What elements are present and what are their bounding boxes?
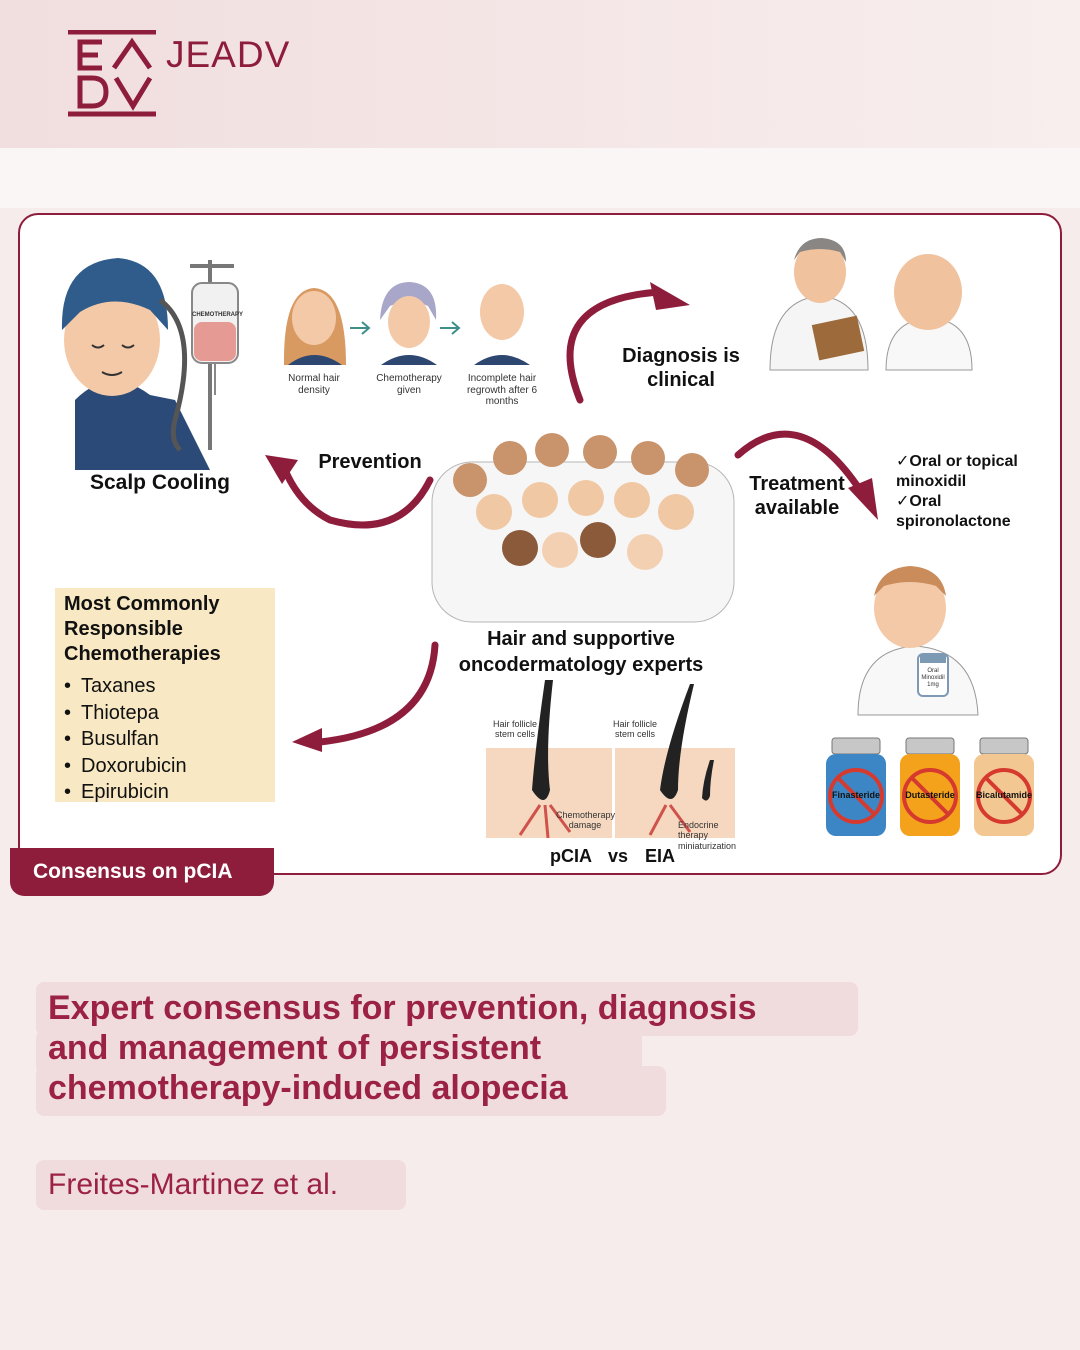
diagnosis-label: Diagnosis is clinical (622, 345, 740, 391)
consensus-tab: Consensus on pCIA (10, 848, 274, 896)
endocrine-label: Endocrine therapy miniaturization (678, 820, 737, 851)
article-title-line-3: chemotherapy-induced alopecia (48, 1069, 568, 1107)
jeadv-logo-icon (68, 30, 156, 117)
title-highlight (36, 982, 858, 1036)
treatment-option-2: ✓Oral spironolactone (896, 493, 1011, 530)
article-title-line-1: Expert consensus for prevention, diagnos… (48, 989, 757, 1027)
chemotherapies-list: Taxanes Thiotepa Busulfan Doxorubicin Ep… (64, 673, 266, 806)
flow-arrows (281, 288, 864, 746)
treatment-patient-illustration (857, 566, 979, 716)
sequence-step-1: Normal hair density (288, 373, 340, 396)
author-highlight (36, 1160, 406, 1210)
bicalutamide-label: Bicalutamide (975, 790, 1033, 800)
prevention-label: Prevention (318, 451, 422, 473)
scalp-cooling-label: Scalp Cooling (89, 471, 230, 494)
article-authors: Freites-Martinez et al. (48, 1168, 339, 1201)
follicle-diagram (486, 680, 735, 839)
chemotherapy-item: Thiotepa (64, 700, 266, 727)
minoxidil-bottle-label: Oral Minoxidil 1mg (921, 668, 945, 688)
chemotherapy-item: Epirubicin (64, 779, 266, 806)
brand-name: JEADV (166, 34, 291, 75)
iv-bag-label: CHEMOTHERAPY (192, 312, 244, 318)
contraindicated-bottles (826, 737, 1034, 836)
experts-crowd-illustration (431, 433, 735, 623)
chemotherapies-box: Most Commonly Responsible Chemotherapies… (55, 588, 275, 803)
hair-sequence-illustration (283, 282, 530, 365)
treatment-label: Treatment available (749, 473, 845, 519)
chemo-damage-label: Chemotherapy damage (556, 810, 616, 831)
stem-cells-left-label: Hair follicle stem cells (492, 719, 537, 740)
chemotherapy-item: Doxorubicin (64, 753, 266, 780)
scalp-cooling-illustration (61, 258, 210, 470)
experts-label: Hair and supportive oncodermatology expe… (458, 628, 704, 676)
sequence-step-2: Chemotherapy given (376, 373, 442, 396)
iv-bag-icon (190, 260, 239, 450)
spacer-band (0, 148, 1080, 208)
header-band (0, 0, 1080, 148)
compare-vs: vs (607, 846, 629, 866)
compare-pcia: pCIA (550, 846, 592, 866)
treatment-option-1: ✓Oral or topical minoxidil (896, 453, 1018, 490)
sequence-step-3: Incomplete hair regrowth after 6 months (466, 373, 538, 407)
chemotherapy-item: Taxanes (64, 673, 266, 700)
diagnosis-illustration (769, 238, 973, 371)
article-title-line-2: and management of persistent (48, 1029, 542, 1067)
chemotherapies-title: Most Commonly Responsible Chemotherapies (64, 593, 221, 665)
arrow-heads (265, 282, 878, 752)
stem-cells-right-label: Hair follicle stem cells (612, 719, 657, 740)
finasteride-label: Finasteride (831, 790, 880, 800)
dutasteride-label: Dutasteride (905, 790, 955, 800)
title-highlight (36, 1066, 666, 1116)
compare-eia: EIA (644, 846, 675, 866)
chemotherapy-item: Busulfan (64, 726, 266, 753)
